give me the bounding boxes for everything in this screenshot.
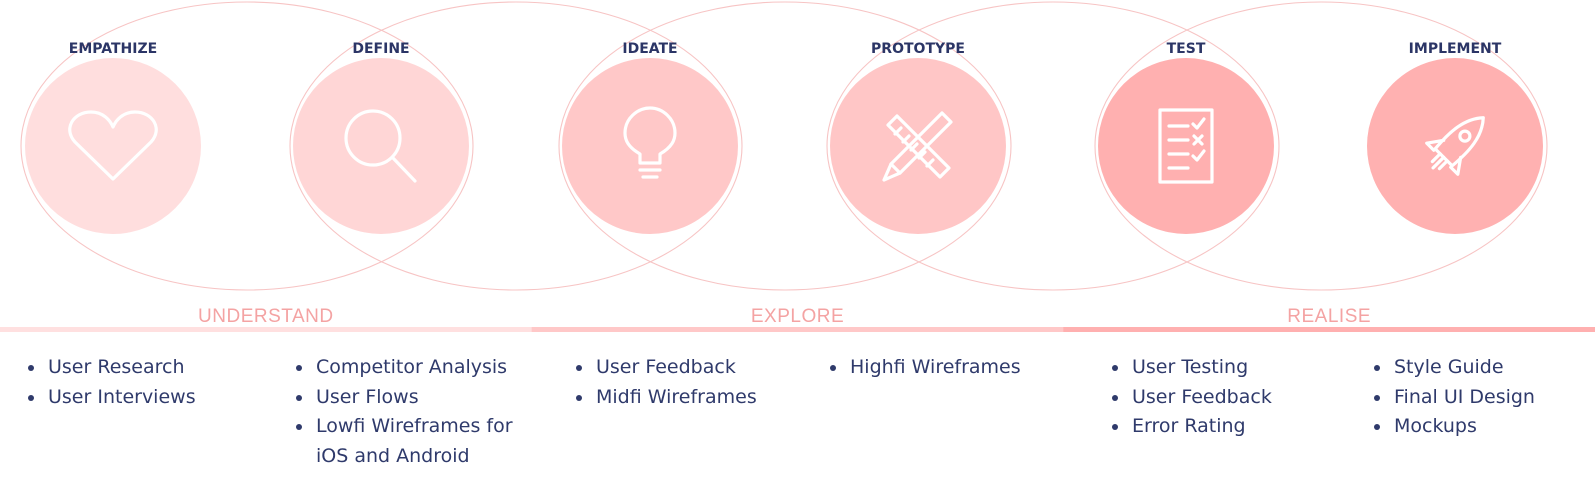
task-list-implement: Style GuideFinal UI DesignMockups xyxy=(1374,353,1535,442)
task-item: User Research xyxy=(46,353,196,383)
phase-outline-ellipse xyxy=(1094,1,1548,291)
stage-empathize: EMPATHIZE xyxy=(25,41,201,234)
task-item: Mockups xyxy=(1392,412,1535,442)
task-item: Lowfi Wireframes for iOS and Android xyxy=(314,412,544,471)
task-list-define: Competitor AnalysisUser FlowsLowfi Wiref… xyxy=(296,353,544,471)
rocket-icon xyxy=(1425,116,1485,176)
stage-circle xyxy=(25,58,201,234)
phase-explore: EXPLORE xyxy=(531,306,1065,332)
stage-title: PROTOTYPE xyxy=(871,41,965,57)
phase-bar xyxy=(1063,327,1595,332)
phase-label: REALISE xyxy=(1287,306,1371,327)
phase-label: UNDERSTAND xyxy=(198,306,334,327)
task-list-empathize: User ResearchUser Interviews xyxy=(28,353,196,412)
phase-bar xyxy=(531,327,1065,332)
checklist-icon xyxy=(1158,108,1214,184)
stage-define: DEFINE xyxy=(293,41,469,234)
task-item: Competitor Analysis xyxy=(314,353,544,383)
task-list-test: User TestingUser FeedbackError Rating xyxy=(1112,353,1272,442)
task-list-ideate: User FeedbackMidfi Wireframes xyxy=(576,353,757,412)
stage-circle xyxy=(1367,58,1543,234)
stage-ideate: IDEATE xyxy=(562,41,738,234)
task-item: User Feedback xyxy=(1130,383,1272,413)
task-item: User Testing xyxy=(1130,353,1272,383)
stage-circle xyxy=(293,58,469,234)
stage-circle xyxy=(830,58,1006,234)
phase-bar xyxy=(0,327,533,332)
task-item: User Feedback xyxy=(594,353,757,383)
stage-prototype: PROTOTYPE xyxy=(830,41,1006,234)
phase-label: EXPLORE xyxy=(751,306,844,327)
phase-understand: UNDERSTAND xyxy=(0,306,533,332)
task-item: Error Rating xyxy=(1130,412,1272,442)
lightbulb-icon xyxy=(623,106,677,179)
stage-test: TEST xyxy=(1098,41,1274,234)
stage-title: TEST xyxy=(1167,41,1206,57)
task-list-prototype: Highfi Wireframes xyxy=(830,353,1021,383)
task-item: User Interviews xyxy=(46,383,196,413)
phase-outline-ellipse xyxy=(289,1,743,291)
stage-implement: IMPLEMENT xyxy=(1367,41,1543,234)
stage-circle xyxy=(1098,58,1274,234)
pencil-ruler-icon xyxy=(882,111,953,182)
phase-outline-ellipse xyxy=(558,1,1012,291)
phase-outlines xyxy=(20,1,1548,291)
task-item: Midfi Wireframes xyxy=(594,383,757,413)
stage-title: DEFINE xyxy=(352,41,409,57)
phase-realise: REALISE xyxy=(1063,306,1595,332)
task-item: User Flows xyxy=(314,383,544,413)
stages: EMPATHIZE DEFINE IDEATE PROTOTYPE TEST IMPLEM… xyxy=(25,41,1543,234)
phase-outline-ellipse xyxy=(826,1,1280,291)
heart-icon xyxy=(68,110,158,181)
task-item: Final UI Design xyxy=(1392,383,1535,413)
phase-outline-ellipse xyxy=(20,1,474,291)
stage-circle xyxy=(562,58,738,234)
task-item: Style Guide xyxy=(1392,353,1535,383)
phases: UNDERSTAND EXPLORE REALISE xyxy=(0,306,1595,332)
task-item: Highfi Wireframes xyxy=(848,353,1021,383)
stage-title: EMPATHIZE xyxy=(69,41,157,57)
magnifier-icon xyxy=(344,109,417,183)
stage-title: IDEATE xyxy=(622,41,677,57)
stage-title: IMPLEMENT xyxy=(1409,41,1502,57)
